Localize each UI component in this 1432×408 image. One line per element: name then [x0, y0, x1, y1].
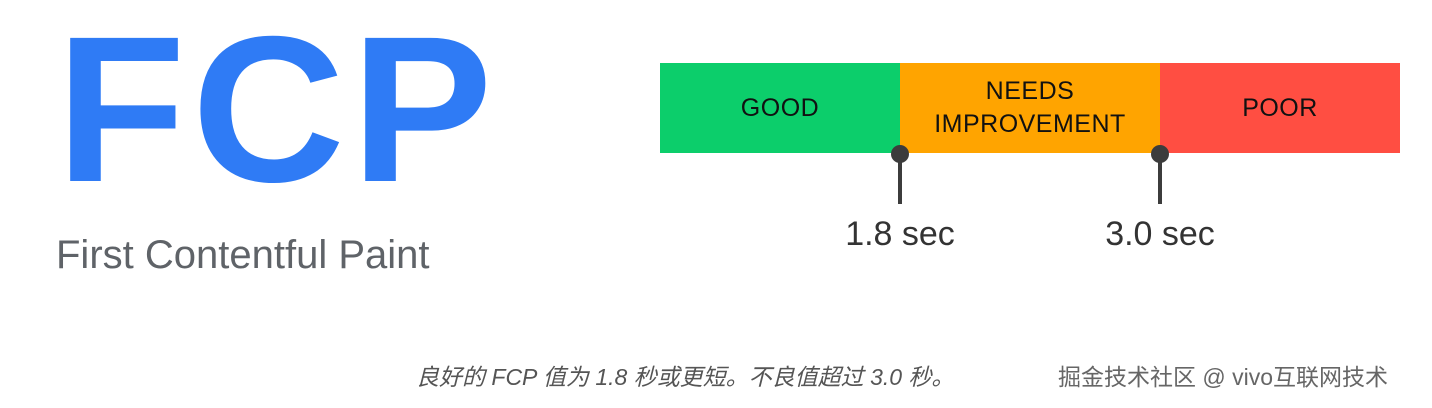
- metric-acronym: FCP: [56, 0, 499, 226]
- segment-poor: POOR: [1160, 63, 1400, 153]
- marker-dot: [891, 145, 909, 163]
- metric-full-name: First Contentful Paint: [56, 233, 430, 277]
- segment-poor-label: POOR: [1242, 93, 1318, 122]
- segment-needs-improvement-label-line1: NEEDS: [985, 77, 1075, 105]
- marker-stem: [1158, 154, 1162, 204]
- marker-stem: [898, 154, 902, 204]
- threshold-bar: GOOD NEEDS IMPROVEMENT POOR: [660, 63, 1400, 153]
- threshold-label-1: 1.8 sec: [845, 215, 955, 253]
- segment-needs-improvement-label-line2: IMPROVEMENT: [934, 110, 1126, 138]
- segment-good-label: GOOD: [740, 93, 820, 122]
- segment-needs-improvement: NEEDS IMPROVEMENT: [900, 63, 1160, 153]
- marker-dot: [1151, 145, 1169, 163]
- watermark: 掘金技术社区 @ vivo互联网技术: [1058, 364, 1389, 390]
- segment-good: GOOD: [660, 63, 900, 153]
- threshold-label-2: 3.0 sec: [1105, 215, 1215, 253]
- caption: 良好的 FCP 值为 1.8 秒或更短。不良值超过 3.0 秒。: [416, 364, 955, 390]
